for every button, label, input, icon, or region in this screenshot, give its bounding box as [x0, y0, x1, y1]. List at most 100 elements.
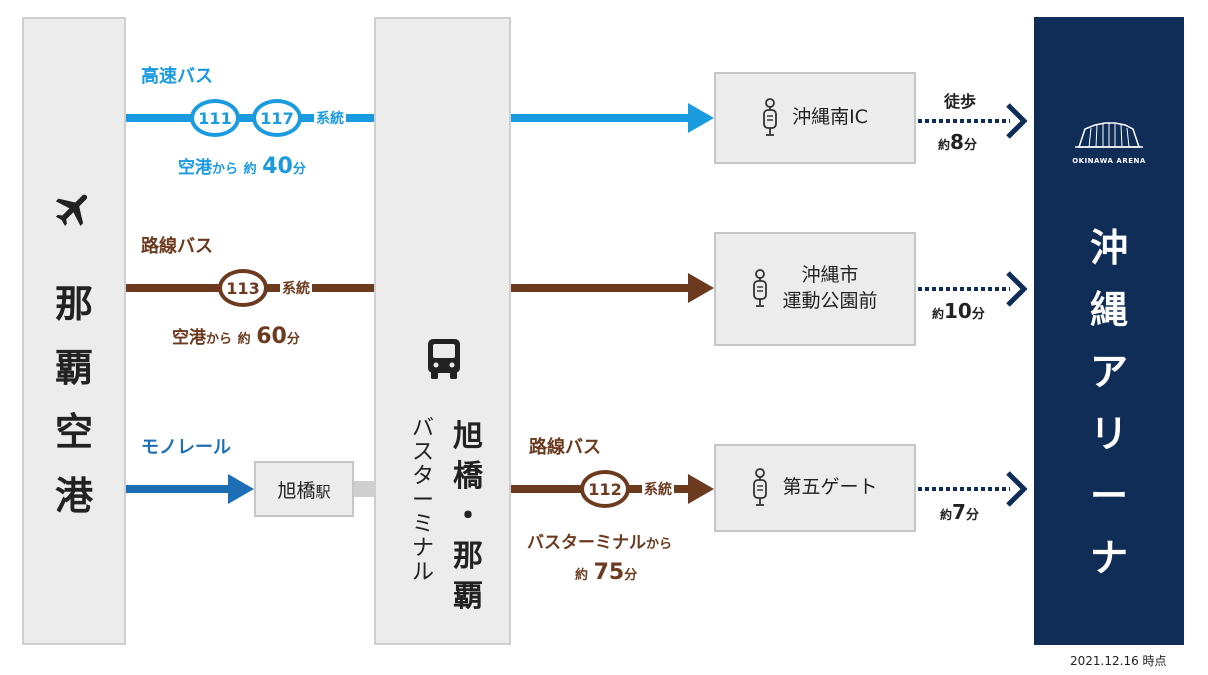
route113-keito-label: 系統 — [280, 278, 312, 298]
route112-duration: 約 75分 — [575, 560, 637, 585]
duration-value: 60 — [256, 324, 287, 349]
arena-name-char: ア — [1089, 350, 1128, 394]
airport-name-char: 港 — [54, 474, 93, 518]
duration-from: から — [646, 537, 673, 552]
express-keito-label: 系統 — [314, 108, 346, 128]
terminal-name-char: バ — [411, 416, 434, 441]
arena-building-icon — [1075, 122, 1143, 148]
duration-approx: 約 — [243, 162, 257, 177]
route-number-113: 113 — [218, 269, 268, 307]
station-name: 旭橋駅 — [277, 476, 330, 503]
station-connector — [354, 481, 374, 497]
duration-approx: 約 — [237, 332, 251, 347]
walk-arrowhead-3 — [1006, 471, 1028, 507]
terminal-name-main: 旭 橋 ・ 那 覇 — [446, 417, 490, 617]
walk-value: 7 — [952, 500, 966, 524]
walk-time-2: 約10分 — [932, 299, 985, 323]
route112-arrowhead — [688, 474, 714, 504]
airport-name-char: 那 — [54, 282, 93, 326]
terminal-name-char: ー — [411, 488, 434, 513]
arena-name-char: リ — [1089, 412, 1128, 456]
route-number-112: 112 — [580, 470, 630, 508]
bus-icon — [428, 339, 460, 379]
duration-from: から — [212, 162, 239, 177]
route-number-117: 117 — [252, 99, 302, 137]
airplane-icon — [55, 194, 88, 226]
walk-arrowhead-2 — [1006, 271, 1028, 307]
walk-approx: 約 — [938, 138, 951, 152]
monorail-label: モノレール — [141, 437, 231, 458]
terminal-name-char: 那 — [453, 539, 483, 574]
route112-keito-label: 系統 — [642, 479, 674, 499]
duration-origin: 空港 — [178, 158, 212, 178]
arena-name-char: 縄 — [1089, 288, 1128, 332]
stop-label-line2: 運動公園前 — [782, 290, 878, 312]
terminal-name-char: ミ — [411, 512, 434, 537]
bus-stop-icon — [753, 468, 768, 506]
stop-label: 沖縄市 運動公園前 — [782, 263, 877, 314]
route112-duration-origin: バスターミナルから — [527, 528, 672, 553]
airport-panel: 那 覇 空 港 — [22, 17, 126, 645]
route-number-111: 111 — [190, 99, 240, 137]
terminal-name-char: 橋 — [453, 459, 483, 494]
airport-name: 那 覇 空 港 — [24, 272, 124, 528]
airport-name-char: 覇 — [54, 346, 93, 390]
walk-value: 8 — [950, 130, 964, 154]
terminal-name-char: ス — [411, 440, 434, 465]
walk-approx: 約 — [940, 508, 953, 522]
duration-origin: バスターミナル — [527, 533, 646, 553]
express-bus-arrowhead — [688, 103, 714, 133]
bus-stop-icon — [753, 269, 768, 307]
monorail-arrowhead — [228, 474, 254, 504]
arena-logo-text: OKINAWA ARENA — [1072, 157, 1146, 165]
station-name-suffix: 駅 — [315, 482, 331, 501]
walk-approx: 約 — [932, 307, 945, 321]
duration-origin: 空港 — [172, 328, 206, 348]
duration-value: 40 — [262, 154, 293, 179]
duration-value: 75 — [593, 560, 625, 585]
walk-time-1: 約8分 — [938, 130, 977, 154]
duration-from: から — [206, 332, 233, 347]
express-duration: 空港から 約 40分 — [178, 153, 306, 179]
stop-okinawa-undokoen-mae: 沖縄市 運動公園前 — [714, 232, 916, 346]
route112-label: 路線バス — [529, 437, 601, 458]
airport-name-char: 空 — [54, 410, 93, 454]
stop-label: 第五ゲート — [782, 476, 878, 499]
arena-name-char: 沖 — [1089, 226, 1128, 270]
duration-unit: 分 — [286, 332, 300, 347]
terminal-name-char: ル — [411, 560, 434, 585]
arena-name-char: ー — [1089, 474, 1128, 518]
route113-arrowhead — [688, 273, 714, 303]
walk-arrowhead-1 — [1006, 103, 1028, 139]
arena-panel: OKINAWA ARENA 沖 縄 ア リ ー ナ — [1034, 17, 1184, 645]
stop-okinawa-minami-ic: 沖縄南IC — [714, 72, 916, 164]
walk-time-3: 約7分 — [940, 500, 979, 524]
bus-stop-icon — [763, 98, 777, 136]
route113-duration: 空港から 約 60分 — [172, 323, 300, 349]
terminal-name-char: タ — [411, 464, 434, 489]
walk-label: 徒歩 — [944, 92, 977, 111]
duration-unit: 分 — [624, 568, 638, 583]
stop-label: 沖縄南IC — [792, 106, 868, 129]
duration-approx: 約 — [575, 568, 589, 583]
asahibashi-station-box: 旭橋駅 — [254, 461, 354, 517]
stop-label-line1: 沖縄市 — [801, 264, 859, 287]
walk-value: 10 — [944, 299, 972, 323]
terminal-name-sub: バ ス タ ー ミ ナ ル — [406, 417, 440, 585]
duration-unit: 分 — [292, 162, 306, 177]
arena-name-char: ナ — [1089, 536, 1128, 580]
walk-unit: 分 — [965, 508, 979, 523]
terminal-name-char: 覇 — [453, 579, 483, 614]
walk-unit: 分 — [971, 307, 985, 322]
terminal-name-char: ナ — [411, 536, 434, 561]
route113-label: 路線バス — [141, 236, 213, 257]
walk-unit: 分 — [963, 138, 977, 153]
express-bus-label: 高速バス — [141, 66, 213, 87]
terminal-name-char: ・ — [453, 499, 483, 534]
terminal-name-char: 旭 — [453, 419, 483, 454]
bus-terminal-panel: 旭 橋 ・ 那 覇 バ ス タ ー ミ ナ ル — [374, 17, 511, 645]
station-name-main: 旭橋 — [277, 479, 316, 502]
stop-daigo-gate: 第五ゲート — [714, 444, 916, 532]
as-of-date: 2021.12.16 時点 — [1070, 654, 1167, 668]
arena-name: 沖 縄 ア リ ー ナ — [1034, 217, 1184, 589]
